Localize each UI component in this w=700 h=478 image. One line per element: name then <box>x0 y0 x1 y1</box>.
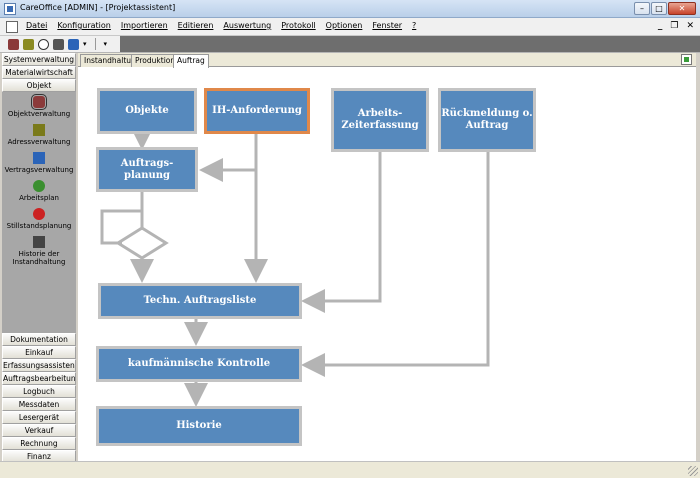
box-techn-auftragsliste[interactable]: Techn. Auftragsliste <box>98 283 302 319</box>
tab-produktion[interactable]: Produktion <box>131 54 180 67</box>
menu-fenster[interactable]: Fenster <box>372 21 403 30</box>
sidebar-item-label: Adressverwaltung <box>7 138 71 146</box>
mdi-close-button[interactable]: ✕ <box>686 21 694 31</box>
connector-zeit-liste <box>301 152 382 313</box>
menu-datei[interactable]: Datei <box>26 21 48 30</box>
toolbar-separator <box>94 38 96 50</box>
box-auftragsplanung[interactable]: Auftrags- planung <box>96 147 198 192</box>
window-controls: – □ ✕ <box>634 2 696 15</box>
box-kaufmaennische-kontrolle[interactable]: kaufmännische Kontrolle <box>96 346 302 382</box>
document-menu-icon[interactable] <box>6 21 18 33</box>
box-historie[interactable]: Historie <box>96 406 302 446</box>
main-area: Instandhaltung Produktion Auftrag <box>78 53 696 461</box>
mdi-minimize-button[interactable]: _ <box>657 21 663 31</box>
resize-grip-icon[interactable] <box>688 466 698 476</box>
sidebar-item-vertragsverwaltung[interactable]: Vertragsverwaltung <box>2 152 76 174</box>
sidebar-button-einkauf[interactable]: Einkauf <box>2 346 76 359</box>
sidebar-item-objektverwaltung[interactable]: Objektverwaltung <box>2 94 76 118</box>
process-diagram: Objekte IH-Anforderung Arbeits- Zeiterfa… <box>78 68 692 460</box>
menu-editieren[interactable]: Editieren <box>177 21 214 30</box>
box-ih-anforderung[interactable]: IH-Anforderung <box>204 88 310 134</box>
tab-strip: Instandhaltung Produktion Auftrag <box>78 53 696 68</box>
stop-icon <box>33 208 45 220</box>
sidebar-button-rechnung[interactable]: Rechnung <box>2 437 76 450</box>
box-objekte[interactable]: Objekte <box>97 88 197 134</box>
address-icon <box>33 124 45 136</box>
connector-loop <box>100 209 142 245</box>
sidebar: Systemverwaltung Materialwirtschaft Obje… <box>2 53 76 463</box>
toolbar: ▾ ▾ <box>0 36 700 53</box>
sidebar-item-label: Arbeitsplan <box>19 194 59 202</box>
sidebar-item-adressverwaltung[interactable]: Adressverwaltung <box>2 124 76 146</box>
menu-konfiguration[interactable]: Konfiguration <box>57 21 111 30</box>
sidebar-item-historie[interactable]: Historie der Instandhaltung <box>2 236 76 266</box>
minimize-button[interactable]: – <box>634 2 650 15</box>
toolbar-dropdown[interactable]: ▾ <box>83 40 87 48</box>
sidebar-button-verkauf[interactable]: Verkauf <box>2 424 76 437</box>
box-arbeits-zeiterfassung[interactable]: Arbeits- Zeiterfassung <box>331 88 429 152</box>
address-icon[interactable] <box>23 38 34 50</box>
contract-icon <box>33 152 45 164</box>
sidebar-item-label: Vertragsverwaltung <box>4 166 74 174</box>
sidebar-button-erfassungsassistent[interactable]: Erfassungsassistent <box>2 359 76 372</box>
sidebar-button-lesegeraet[interactable]: Lesergerät <box>2 411 76 424</box>
history-icon[interactable] <box>53 38 64 50</box>
app-icon <box>4 3 16 15</box>
history-icon <box>33 236 45 248</box>
sidebar-button-logbuch[interactable]: Logbuch <box>2 385 76 398</box>
menu-help[interactable]: ? <box>412 21 417 30</box>
clock-icon[interactable] <box>38 38 49 50</box>
sidebar-item-stillstandsplanung[interactable]: Stillstandsplanung <box>2 208 76 230</box>
tab-auftrag[interactable]: Auftrag <box>173 54 209 68</box>
mdi-restore-button[interactable]: ❐ <box>670 21 679 31</box>
close-button[interactable]: ✕ <box>668 2 696 15</box>
refresh-icon[interactable] <box>681 54 692 65</box>
menu-auswertung[interactable]: Auswertung <box>223 21 272 30</box>
box-rueckmeldung-auftrag[interactable]: Rückmeldung o. Auftrag <box>438 88 536 152</box>
window-title: CareOffice [ADMIN] - [Projektassistent] <box>20 3 176 12</box>
connector-ih-planung <box>199 134 258 182</box>
menu-protokoll[interactable]: Protokoll <box>281 21 316 30</box>
sidebar-button-messdaten[interactable]: Messdaten <box>2 398 76 411</box>
sidebar-panel: Objektverwaltung Adressverwaltung Vertra… <box>2 92 76 333</box>
toolbar-strip <box>120 36 700 52</box>
menu-optionen[interactable]: Optionen <box>325 21 363 30</box>
tree-icon[interactable] <box>68 38 79 50</box>
objekt-icon[interactable] <box>8 38 19 50</box>
sidebar-button-systemverwaltung[interactable]: Systemverwaltung <box>2 53 76 66</box>
connector-rueck-kontrolle <box>301 152 490 377</box>
workplan-icon <box>33 180 45 192</box>
window-titlebar: CareOffice [ADMIN] - [Projektassistent] … <box>0 0 700 18</box>
decision-diamond <box>115 226 169 260</box>
sidebar-item-label: Objektverwaltung <box>7 110 71 118</box>
sidebar-item-arbeitsplan[interactable]: Arbeitsplan <box>2 180 76 202</box>
sidebar-button-objekt[interactable]: Objekt <box>2 79 76 92</box>
sidebar-item-label: Historie der Instandhaltung <box>12 250 66 266</box>
sidebar-item-label: Stillstandsplanung <box>6 222 72 230</box>
status-bar <box>0 461 700 478</box>
menu-bar: Datei Konfiguration Importieren Editiere… <box>0 18 700 36</box>
sidebar-button-materialwirtschaft[interactable]: Materialwirtschaft <box>2 66 76 79</box>
sidebar-button-dokumentation[interactable]: Dokumentation <box>2 333 76 346</box>
maximize-button[interactable]: □ <box>651 2 667 15</box>
sidebar-button-auftragsbearbeitung[interactable]: Auftragsbearbeitung <box>2 372 76 385</box>
toolbar-dropdown-2[interactable]: ▾ <box>103 40 108 48</box>
objekt-icon <box>31 94 47 110</box>
menu-importieren[interactable]: Importieren <box>120 21 168 30</box>
connector-lines <box>100 126 490 407</box>
